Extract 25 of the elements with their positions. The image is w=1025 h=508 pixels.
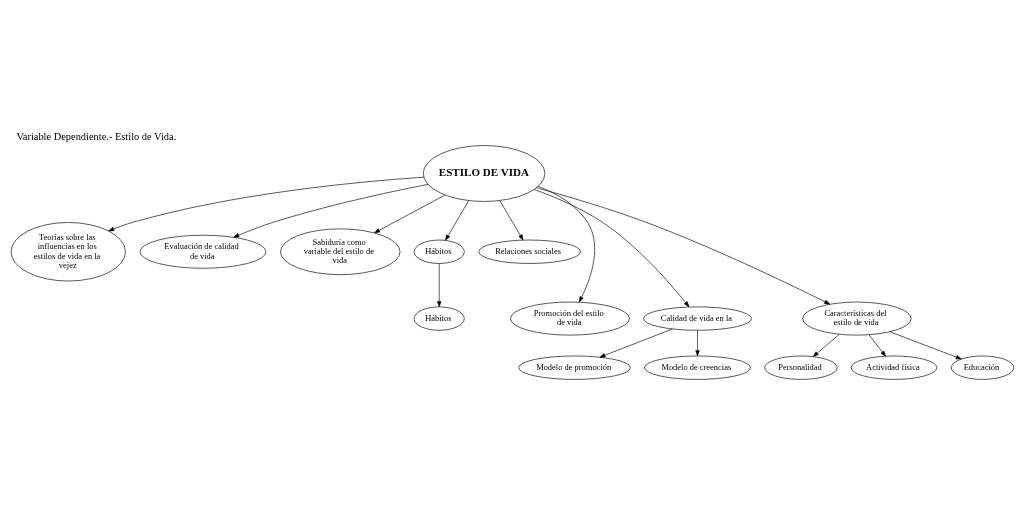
arrow: [537, 186, 595, 303]
arrow: [536, 187, 831, 305]
node-ellipse: Hábitos: [413, 306, 465, 331]
arrow: [233, 184, 429, 238]
arrow: [499, 200, 524, 241]
arrow: [695, 330, 700, 357]
arrow: [868, 334, 886, 357]
node-ellipse: Teorías sobre las influencias en los estilos de vida en la vejez: [10, 222, 126, 282]
arrow: [889, 331, 962, 360]
node-ellipse: Actividad física: [850, 355, 938, 380]
arrow: [374, 194, 446, 234]
node-ellipse: Hábitos: [413, 239, 465, 264]
arrow: [533, 189, 690, 308]
node-ellipse: Personalidad: [764, 355, 838, 380]
node-ellipse: ESTILO DE VIDA: [422, 145, 546, 202]
node-ellipse: Relaciones sociales: [478, 239, 581, 264]
node-ellipse: Modelo de creencias: [644, 355, 751, 380]
arrow: [437, 263, 442, 308]
arrow: [445, 200, 469, 241]
arrow: [812, 334, 840, 357]
arrow: [108, 176, 424, 232]
node-ellipse: Promoción del estilo de vida: [510, 301, 630, 336]
diagram-title: Variable Dependiente.- Estilo de Vida.: [16, 130, 177, 142]
arrow: [599, 328, 673, 358]
node-ellipse: Calidad de vida en la: [643, 306, 752, 331]
